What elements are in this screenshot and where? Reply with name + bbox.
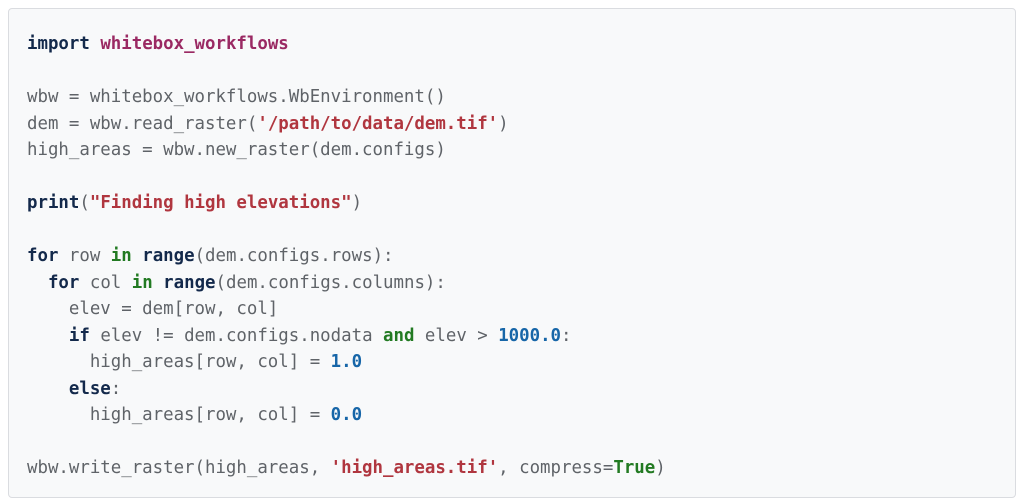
token-opkw: True bbox=[613, 458, 656, 478]
token-pl: dem = wbw.read_raster( bbox=[27, 113, 258, 134]
code-line bbox=[27, 58, 997, 85]
token-opkw: in bbox=[131, 272, 153, 293]
code-line: wbw = whitebox_workflows.WbEnvironment() bbox=[27, 84, 997, 111]
token-pl: ) bbox=[351, 193, 363, 213]
code-line bbox=[27, 217, 997, 244]
token-str: '/path/to/data/dem.tif' bbox=[257, 113, 499, 134]
token-pl bbox=[90, 34, 100, 54]
token-pl: (dem.configs.columns): bbox=[215, 272, 446, 293]
token-pl bbox=[27, 379, 69, 399]
token-kw: range bbox=[163, 272, 216, 293]
token-pl: elev > bbox=[414, 325, 499, 346]
code-card: import whitebox_workflows wbw = whitebox… bbox=[8, 8, 1016, 498]
token-pl: (dem.configs.rows): bbox=[194, 246, 394, 266]
token-opkw: and bbox=[383, 325, 415, 346]
token-pl: : bbox=[110, 378, 122, 399]
code-line: import whitebox_workflows bbox=[27, 31, 997, 58]
token-kw: for bbox=[27, 246, 59, 266]
token-pl: ) bbox=[655, 458, 666, 478]
token-num: 0.0 bbox=[330, 405, 363, 425]
token-kw: else bbox=[68, 378, 111, 399]
token-pl: high_areas = wbw.new_raster(dem.configs) bbox=[27, 140, 446, 160]
token-pl: , compress= bbox=[498, 458, 614, 478]
code-line: high_areas[row, col] = 0.0 bbox=[27, 402, 997, 429]
token-num: 1.0 bbox=[330, 352, 363, 372]
token-mod: whitebox_workflows bbox=[100, 34, 289, 54]
code-block: import whitebox_workflows wbw = whitebox… bbox=[27, 31, 997, 482]
code-line bbox=[27, 429, 997, 456]
token-pl: col bbox=[79, 272, 132, 293]
code-line: wbw.write_raster(high_areas, 'high_areas… bbox=[27, 455, 997, 482]
code-line: dem = wbw.read_raster('/path/to/data/dem… bbox=[27, 111, 997, 138]
token-pl bbox=[27, 273, 48, 293]
token-pl: elev = dem[row, col] bbox=[27, 299, 279, 319]
token-kw: range bbox=[142, 246, 195, 266]
token-pl: wbw.write_raster(high_areas, bbox=[27, 458, 331, 478]
token-opkw: in bbox=[110, 246, 132, 266]
token-kw: print bbox=[27, 193, 80, 213]
token-pl: ( bbox=[79, 193, 90, 213]
token-pl: row bbox=[58, 246, 111, 266]
token-pl bbox=[27, 326, 69, 346]
code-line: elev = dem[row, col] bbox=[27, 296, 997, 323]
token-pl: : bbox=[561, 325, 572, 346]
token-pl: elev != dem.configs.nodata bbox=[89, 325, 384, 346]
code-line: for row in range(dem.configs.rows): bbox=[27, 243, 997, 270]
code-line: else: bbox=[27, 376, 997, 403]
token-str: 'high_areas.tif' bbox=[330, 458, 499, 478]
token-num: 1000.0 bbox=[498, 325, 562, 346]
token-pl bbox=[132, 246, 142, 266]
code-line: high_areas[row, col] = 1.0 bbox=[27, 349, 997, 376]
token-pl: ) bbox=[498, 113, 509, 134]
token-pl bbox=[153, 273, 163, 293]
token-kw: import bbox=[27, 34, 90, 54]
token-pl: wbw = whitebox_workflows.WbEnvironment() bbox=[27, 87, 446, 107]
token-kw: if bbox=[68, 325, 90, 346]
code-line: for col in range(dem.configs.columns): bbox=[27, 270, 997, 297]
code-line: if elev != dem.configs.nodata and elev >… bbox=[27, 323, 997, 350]
token-str: "Finding high elevations" bbox=[89, 193, 352, 213]
token-kw: for bbox=[47, 272, 80, 293]
token-pl: high_areas[row, col] = bbox=[27, 405, 331, 425]
token-pl: high_areas[row, col] = bbox=[27, 352, 331, 372]
code-line bbox=[27, 164, 997, 191]
code-line: high_areas = wbw.new_raster(dem.configs) bbox=[27, 137, 997, 164]
code-line: print("Finding high elevations") bbox=[27, 190, 997, 217]
